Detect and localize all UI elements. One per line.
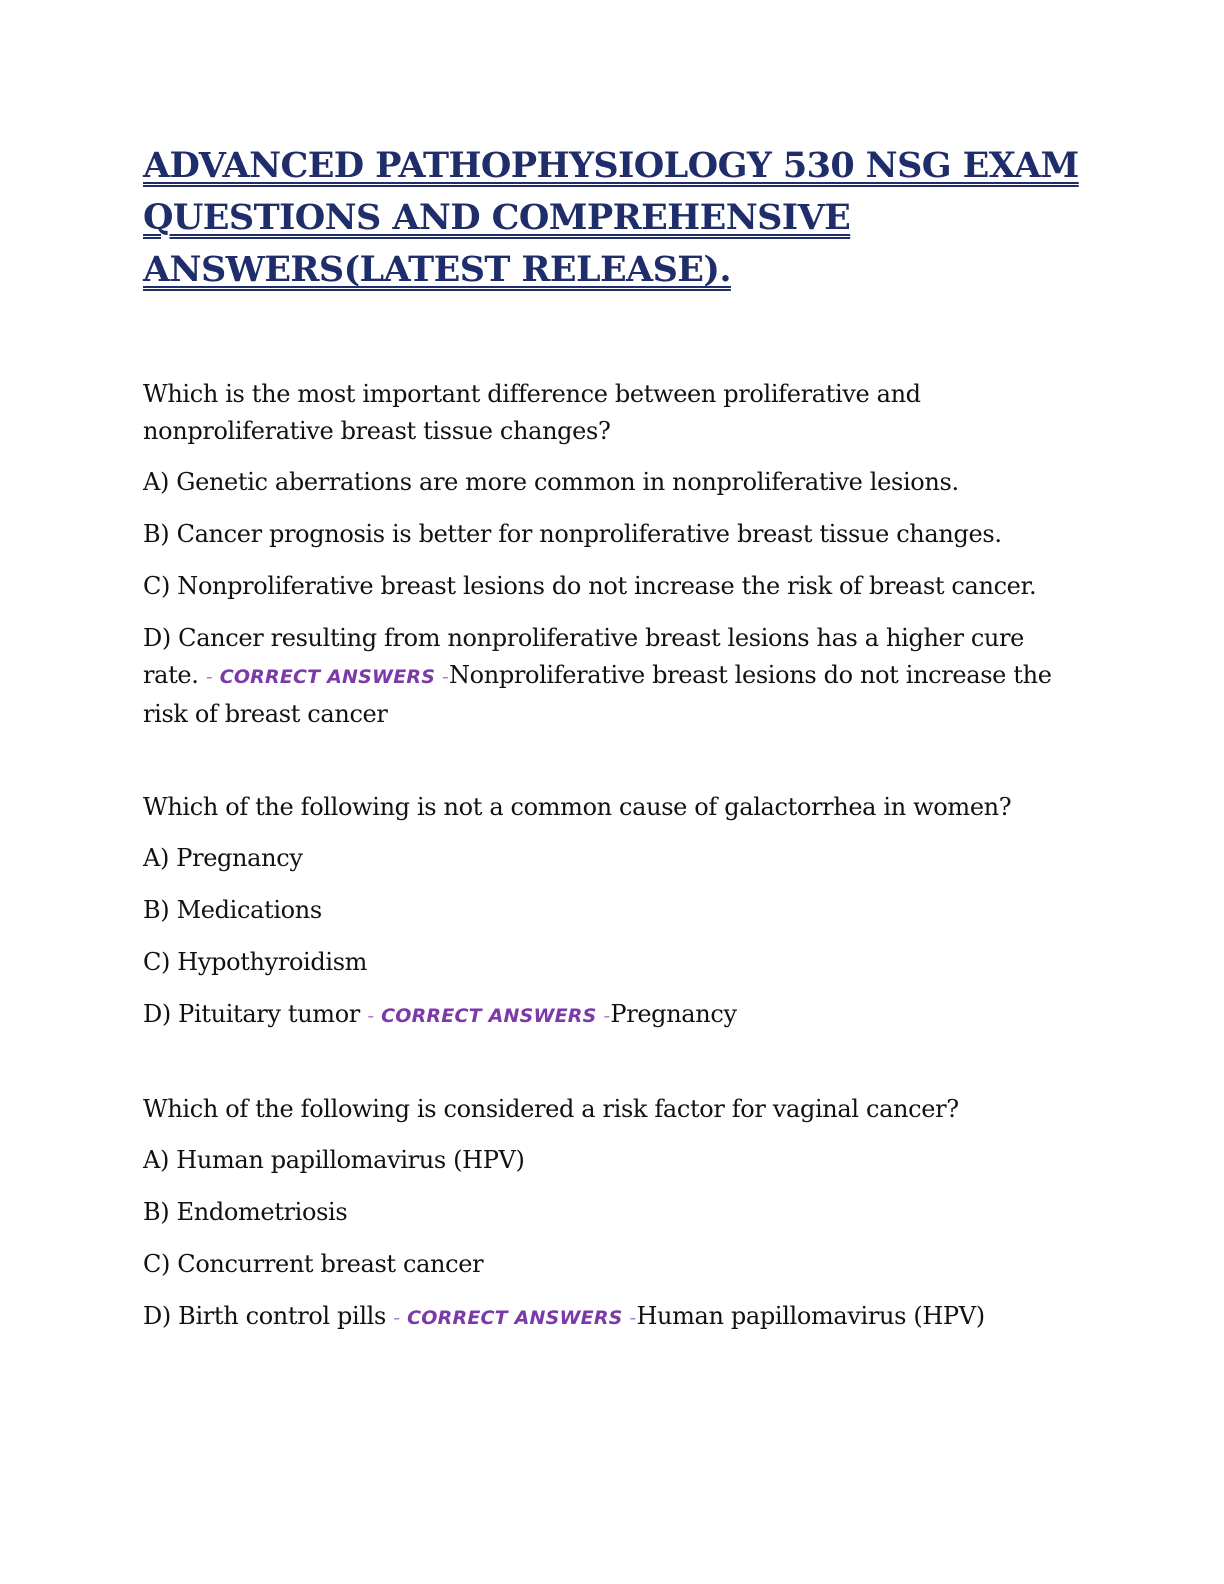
marker-label: CORRECT ANSWERS bbox=[219, 666, 436, 688]
question-text: Which of the following is considered a r… bbox=[143, 1095, 959, 1123]
question-block: Which of the following is not a common c… bbox=[143, 789, 1083, 1035]
option-b: B) Cancer prognosis is better for nonpro… bbox=[143, 520, 1002, 548]
question-block: Which of the following is considered a r… bbox=[143, 1091, 1083, 1337]
marker-dash: - bbox=[441, 666, 449, 688]
option-d: D) Cancer resulting from nonproliferativ… bbox=[143, 624, 1025, 689]
correct-answers-marker: - CORRECT ANSWERS - bbox=[206, 666, 449, 688]
option-b: B) Medications bbox=[143, 896, 322, 924]
option-a: A) Pregnancy bbox=[143, 844, 303, 872]
option-a: A) Genetic aberrations are more common i… bbox=[143, 468, 959, 496]
document-title: ADVANCED PATHOPHYSIOLOGY 530 NSG EXAM QU… bbox=[143, 145, 1079, 290]
option-c: C) Concurrent breast cancer bbox=[143, 1250, 484, 1278]
marker-dash: - bbox=[393, 1307, 401, 1329]
question-block: Which is the most important difference b… bbox=[143, 376, 1083, 733]
correct-answer: Human papillomavirus (HPV) bbox=[636, 1302, 985, 1330]
question-text: Which is the most important difference b… bbox=[143, 380, 921, 445]
marker-label: CORRECT ANSWERS bbox=[381, 1005, 597, 1027]
option-d-with-answer: D) Pituitary tumor - CORRECT ANSWERS -Pr… bbox=[143, 996, 1083, 1035]
option-c: C) Nonproliferative breast lesions do no… bbox=[143, 572, 1037, 600]
correct-answers-marker: - CORRECT ANSWERS - bbox=[367, 1005, 610, 1027]
option-d-with-answer: D) Cancer resulting from nonproliferativ… bbox=[143, 620, 1083, 733]
correct-answers-marker: - CORRECT ANSWERS - bbox=[393, 1307, 636, 1329]
question-text: Which of the following is not a common c… bbox=[143, 793, 1012, 821]
correct-answer: Nonproliferative breast lesions do not i… bbox=[143, 661, 1052, 728]
option-d: D) Pituitary tumor bbox=[143, 1000, 360, 1028]
option-d: D) Birth control pills bbox=[143, 1302, 386, 1330]
correct-answer: Pregnancy bbox=[610, 1000, 737, 1028]
option-b: B) Endometriosis bbox=[143, 1198, 348, 1226]
marker-dash: - bbox=[603, 1005, 611, 1027]
option-d-with-answer: D) Birth control pills - CORRECT ANSWERS… bbox=[143, 1298, 1083, 1337]
option-c: C) Hypothyroidism bbox=[143, 948, 368, 976]
marker-label: CORRECT ANSWERS bbox=[407, 1307, 623, 1329]
marker-dash: - bbox=[629, 1307, 637, 1329]
marker-dash: - bbox=[205, 666, 213, 688]
marker-dash: - bbox=[367, 1005, 375, 1027]
document-page: ADVANCED PATHOPHYSIOLOGY 530 NSG EXAM QU… bbox=[143, 140, 1083, 1393]
question-list: Which is the most important difference b… bbox=[143, 376, 1083, 1337]
option-a: A) Human papillomavirus (HPV) bbox=[143, 1146, 525, 1174]
